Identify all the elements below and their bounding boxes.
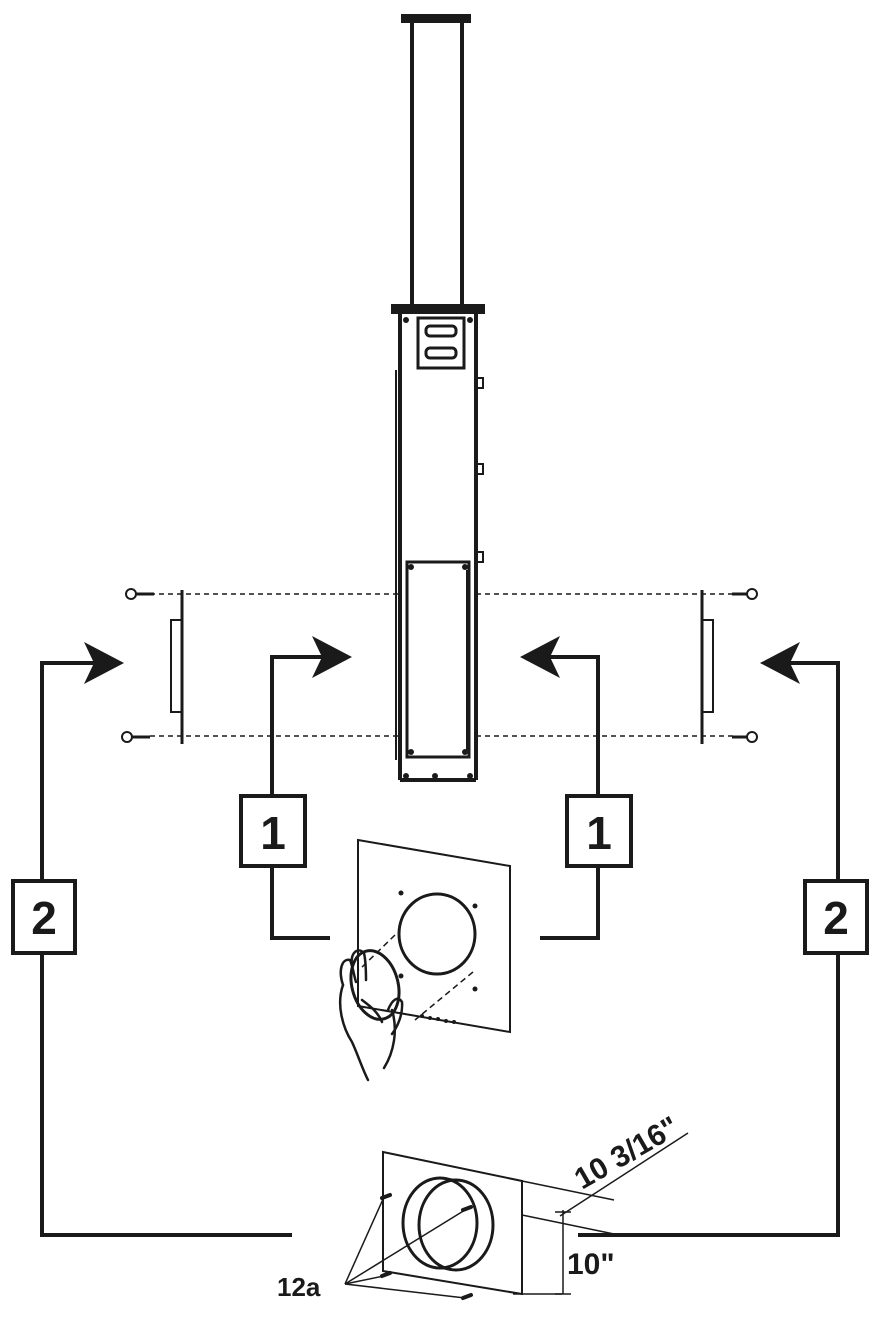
- step-badge-2-left: 2: [11, 879, 77, 955]
- screw-bottom-right: [732, 731, 758, 743]
- chimney-pipe: [401, 14, 471, 308]
- collar-plate: [382, 1150, 523, 1296]
- support-box: [391, 304, 485, 782]
- step2-right-arrowhead: [760, 642, 800, 684]
- knockout-disc: [349, 949, 401, 1021]
- ceiling-plate: [357, 838, 511, 1034]
- step2-left-arrowhead: [84, 642, 124, 684]
- callout-leaders: [344, 1196, 466, 1299]
- dimension-width-label: 10": [567, 1248, 615, 1281]
- screw-top-left: [125, 588, 154, 600]
- support-box-screws: [403, 317, 473, 779]
- ceiling-plate-holes: [398, 890, 478, 1024]
- alignment-lines: [150, 593, 735, 737]
- part-callout-label: 12a: [277, 1272, 321, 1302]
- step1-right-arrowhead: [520, 636, 560, 678]
- screw-top-right: [732, 588, 758, 600]
- hand-icon: [338, 949, 404, 1082]
- step-label-2-left: 2: [31, 892, 57, 944]
- dimension-lines: [513, 1132, 689, 1295]
- step-label-1-right: 1: [586, 807, 612, 859]
- step2-left-flow: [40, 661, 292, 1237]
- step1-left-arrowhead: [312, 636, 352, 678]
- dimension-depth-label: 10 3/16": [569, 1110, 685, 1196]
- step-badge-2-right: 2: [803, 879, 869, 955]
- screws: [121, 588, 758, 743]
- step-label-1-left: 1: [260, 807, 286, 859]
- step-badge-1-left: 1: [239, 794, 307, 868]
- step-badge-1-right: 1: [565, 794, 633, 868]
- side-bracket-left: [170, 590, 184, 744]
- step-label-2-right: 2: [823, 892, 849, 944]
- side-bracket-right: [700, 590, 714, 744]
- screw-bottom-left: [121, 731, 150, 743]
